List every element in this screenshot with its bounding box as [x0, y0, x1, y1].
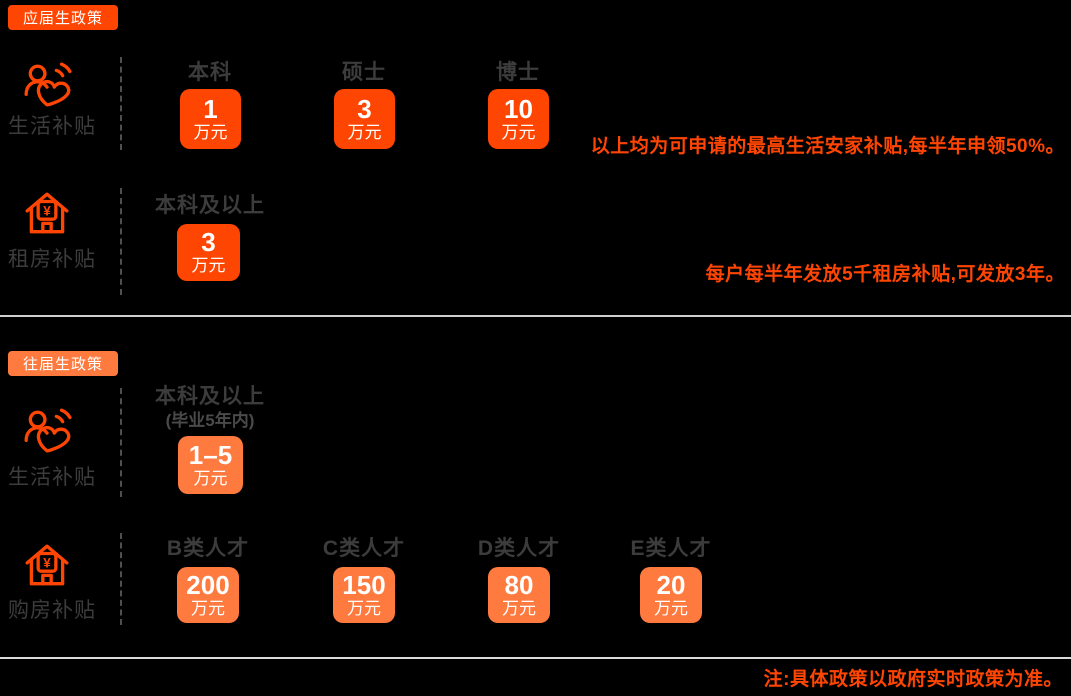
amount-box-phd: 10 万元	[488, 89, 549, 149]
column-header-talent-c: C类人才	[322, 537, 406, 560]
amount-box-master: 3 万元	[334, 89, 395, 149]
column-header-bachelor-and-above: 本科及以上	[155, 194, 265, 217]
amount-unit: 万元	[347, 122, 382, 142]
amount-value: 150	[342, 569, 386, 600]
amount-value: 80	[504, 569, 534, 600]
house-yuan-icon: ¥	[22, 189, 72, 239]
amount-unit: 万元	[502, 598, 536, 618]
amount-value: 200	[186, 569, 230, 600]
column-header-talent-b: B类人才	[166, 537, 250, 560]
amount-unit: 万元	[191, 598, 225, 618]
column-header-talent-e: E类人才	[630, 537, 712, 560]
rent-subsidy-annotation: 每户每半年发放5千租房补贴,可发放3年。	[705, 264, 1065, 285]
column-header-master: 硕士	[342, 61, 386, 84]
svg-text:¥: ¥	[43, 204, 51, 219]
amount-box-talent-d: 80 万元	[488, 567, 550, 623]
care-person-icon	[22, 406, 72, 456]
svg-text:¥: ¥	[43, 556, 51, 571]
dashed-divider	[120, 57, 122, 150]
amount-unit: 万元	[193, 468, 228, 488]
amount-value: 1–5	[188, 439, 233, 470]
amount-value: 1	[203, 93, 218, 124]
row-label-living-subsidy: 生活补贴	[8, 466, 96, 489]
amount-value: 20	[656, 569, 686, 600]
footer-divider	[0, 657, 1071, 659]
column-header-bachelor-and-above: 本科及以上	[155, 385, 265, 408]
amount-unit: 万元	[654, 598, 688, 618]
row-label-rent-subsidy: 租房补贴	[8, 248, 96, 271]
amount-value: 10	[504, 93, 533, 124]
care-person-icon	[22, 60, 72, 110]
amount-box-talent-e: 20 万元	[640, 567, 702, 623]
amount-box-talent-c: 150 万元	[333, 567, 395, 623]
dashed-divider	[120, 388, 122, 497]
house-yuan-icon: ¥	[22, 541, 72, 591]
amount-unit: 万元	[501, 122, 536, 142]
row-label-living-subsidy: 生活补贴	[8, 115, 96, 138]
amount-unit: 万元	[193, 122, 228, 142]
column-header-talent-d: D类人才	[477, 537, 561, 560]
amount-box-rent: 3 万元	[177, 224, 240, 281]
column-header-phd: 博士	[496, 61, 540, 84]
amount-box-bachelor: 1 万元	[180, 89, 241, 149]
amount-box-talent-b: 200 万元	[177, 567, 239, 623]
dashed-divider	[120, 533, 122, 625]
dashed-divider	[120, 188, 122, 295]
fresh-graduate-policy-badge: 应届生政策	[8, 5, 118, 30]
section-divider	[0, 315, 1071, 317]
footer-disclaimer-note: 注:具体政策以政府实时政策为准。	[763, 669, 1063, 690]
previous-graduate-policy-badge: 往届生政策	[8, 351, 118, 376]
amount-unit: 万元	[191, 256, 226, 276]
row-label-purchase-subsidy: 购房补贴	[8, 599, 96, 622]
column-header-bachelor: 本科	[188, 61, 232, 84]
living-subsidy-annotation: 以上均为可申请的最高生活安家补贴,每半年申领50%。	[590, 136, 1065, 157]
amount-value: 3	[357, 93, 372, 124]
column-subheader-within-5-years: (毕业5年内)	[165, 411, 255, 430]
amount-box-living-prev: 1–5 万元	[178, 436, 243, 494]
amount-unit: 万元	[347, 598, 381, 618]
amount-value: 3	[201, 227, 216, 257]
